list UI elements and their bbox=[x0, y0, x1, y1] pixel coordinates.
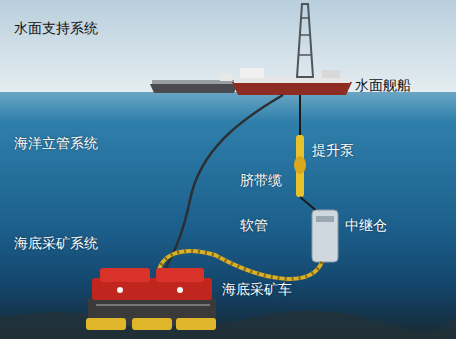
riser-system-part bbox=[316, 216, 334, 222]
mining-vehicle-part bbox=[86, 318, 126, 330]
mining-vehicle-part bbox=[132, 318, 172, 330]
drill-ship-part bbox=[299, 54, 311, 56]
part-label: 中继仓 bbox=[345, 217, 387, 234]
part-label: 软管 bbox=[240, 217, 268, 234]
tanker-ship-part bbox=[150, 84, 238, 93]
part-label: 脐带缆 bbox=[240, 172, 282, 189]
tanker-ship-part bbox=[220, 74, 232, 81]
part-label: 水面舰船 bbox=[355, 77, 411, 94]
mining-vehicle-part bbox=[96, 304, 210, 306]
background-part bbox=[0, 280, 456, 339]
drill-ship bbox=[232, 4, 352, 95]
drill-ship-part bbox=[322, 70, 340, 78]
mining-vehicle-part bbox=[100, 268, 150, 282]
part-label: 水面支持系统 bbox=[14, 20, 98, 37]
drill-ship-part bbox=[232, 82, 352, 95]
drill-ship-part bbox=[301, 17, 309, 19]
drill-ship-part bbox=[240, 68, 264, 78]
mining-vehicle-part bbox=[117, 287, 123, 293]
riser-system-part bbox=[299, 95, 301, 135]
part-label: 提升泵 bbox=[312, 142, 354, 159]
riser-system-part bbox=[294, 156, 306, 174]
drill-ship-part bbox=[297, 4, 313, 77]
background-part bbox=[0, 92, 456, 339]
drill-ship-part bbox=[300, 34, 310, 36]
part-label: 海底采矿车 bbox=[222, 281, 292, 298]
riser-system bbox=[294, 95, 338, 262]
mining-vehicle-part bbox=[176, 318, 216, 330]
mining-vehicle-part bbox=[156, 268, 204, 282]
riser-system-part bbox=[312, 210, 338, 262]
background-part bbox=[0, 310, 456, 339]
part-label: 海洋立管系统 bbox=[14, 135, 98, 152]
mining-vehicle bbox=[86, 268, 216, 330]
tanker-ship bbox=[150, 74, 238, 93]
part-label: 海底采矿系统 bbox=[14, 235, 98, 252]
mining-vehicle-part bbox=[177, 287, 183, 293]
